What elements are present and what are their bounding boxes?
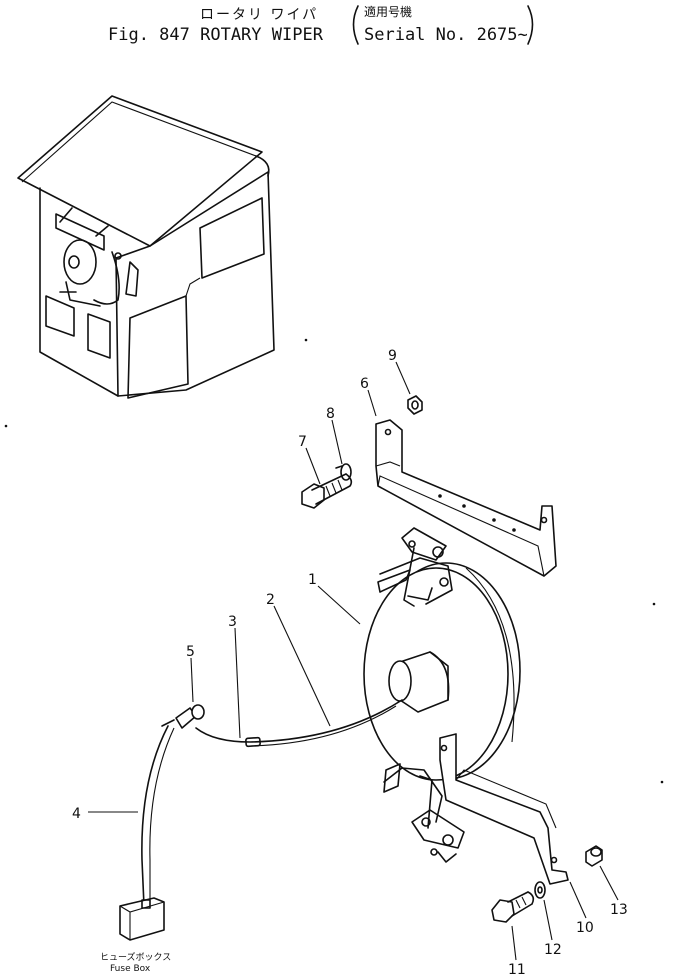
callout-3: 3: [228, 614, 237, 630]
lower-bracket: [439, 733, 569, 885]
fuse-box-label-japanese: ヒューズボックス: [100, 951, 171, 963]
callout-numbers: 1 2 3 4 5 6 7 8 9 10 11 12 13: [72, 348, 628, 975]
wiper-switch-5: [161, 704, 205, 729]
serial-open-paren: [352, 5, 359, 45]
rotary-wiper-disc: [363, 562, 521, 781]
fuse-box: ヒューズボックス Fuse Box: [100, 897, 171, 974]
motor-hub: [388, 651, 450, 713]
title-english: Fig. 847 ROTARY WIPER: [108, 25, 324, 45]
scan-specks: [4, 338, 664, 784]
title-japanese: ロータリ ワイパ: [200, 7, 318, 23]
cab-overview-drawing: [17, 95, 275, 399]
callout-2: 2: [266, 592, 275, 608]
callout-6: 6: [360, 376, 369, 392]
upper-bracket: [375, 419, 557, 577]
callout-5: 5: [186, 644, 195, 660]
callout-11: 11: [508, 962, 526, 975]
upper-linkage: [377, 527, 453, 607]
callout-4: 4: [72, 806, 81, 822]
washer-part-8: [335, 463, 352, 481]
lower-linkage: [383, 763, 465, 863]
callout-10: 10: [576, 920, 594, 936]
callout-leaders: [88, 361, 619, 961]
callout-13: 13: [610, 902, 628, 918]
callout-12: 12: [544, 942, 562, 958]
washer-part-12: [534, 881, 546, 899]
wiper-cable-2-3: [195, 699, 403, 748]
cab-wiper-unit: [55, 207, 139, 307]
callout-9: 9: [388, 348, 397, 364]
nut-part-9: [407, 395, 423, 415]
collar-part-13: [585, 845, 603, 867]
harness-4: [141, 725, 175, 907]
fuse-box-label-english: Fuse Box: [110, 964, 151, 974]
title-block: ロータリ ワイパ Fig. 847 ROTARY WIPER 適用号機 Seri…: [108, 4, 534, 45]
serial-close-paren: [527, 5, 534, 45]
callout-7: 7: [298, 434, 307, 450]
callout-1: 1: [308, 572, 317, 588]
bolt-part-7: [301, 473, 353, 509]
callout-8: 8: [326, 406, 335, 422]
serial-japanese: 適用号機: [364, 4, 412, 19]
bolt-part-11: [491, 891, 535, 923]
serial-number: Serial No. 2675~: [364, 25, 528, 45]
